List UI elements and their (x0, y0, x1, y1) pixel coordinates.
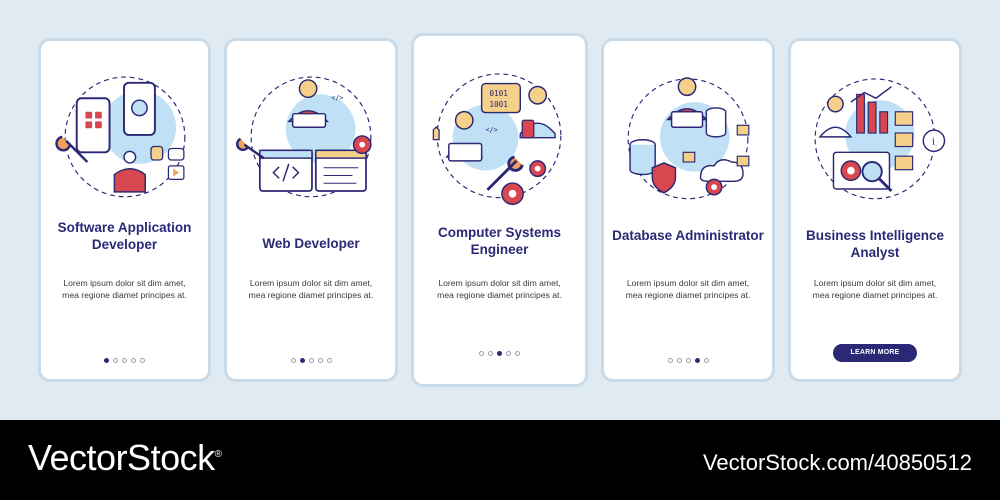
page-dot-3[interactable] (497, 351, 502, 357)
page-dot-1[interactable] (104, 358, 109, 364)
onboarding-card-web-developer: </> Web Developer Lorem ipsum dolor sit … (224, 38, 398, 382)
image-id: VectorStock.com/40850512 (702, 450, 972, 475)
card-title: Business Intelligence Analyst (805, 228, 945, 260)
page-dot-3[interactable] (308, 358, 314, 364)
info-symbol: i (932, 137, 935, 148)
page-dot-4[interactable] (694, 358, 700, 364)
page-dot-3[interactable] (685, 358, 691, 364)
page-dot-2[interactable] (299, 358, 305, 364)
onboarding-card-software-developer: Software Application Developer Lorem ips… (38, 38, 211, 382)
card-description: Lorem ipsum dolor sit dim amet, mea regi… (437, 278, 562, 300)
card-description: Lorem ipsum dolor sit dim amet, mea regi… (625, 278, 751, 300)
onboarding-card-database-administrator: Database Administrator Lorem ipsum dolor… (601, 38, 775, 382)
web-developer-illustration: </> (236, 76, 372, 198)
registered-mark: ® (214, 449, 222, 460)
page-dot-4[interactable] (131, 358, 136, 364)
page-dot-2[interactable] (676, 358, 682, 364)
page-dot-1[interactable] (667, 358, 673, 364)
footer-bar: VectorStock® VectorStock.com/40850512 (0, 420, 1000, 500)
onboarding-card-computer-systems-engineer: 0101 1001 </> Computer Systems Engineer … (411, 33, 588, 387)
page-dot-4[interactable] (317, 358, 323, 364)
code-symbol: </> (331, 94, 343, 102)
page-dot-5[interactable] (326, 358, 332, 364)
vectorstock-logo: VectorStock® (28, 437, 222, 479)
software-developer-illustration (55, 76, 186, 198)
page-dot-5[interactable] (140, 358, 145, 364)
code-symbol: </> (485, 126, 497, 134)
page-dot-5[interactable] (515, 351, 520, 357)
page-dot-1[interactable] (479, 351, 484, 357)
onboarding-card-business-intelligence-analyst: i Business Intelligence Analyst Lorem ip… (788, 38, 962, 382)
business-analyst-illustration: i (814, 78, 946, 200)
page-dot-1[interactable] (290, 358, 296, 364)
binary-bottom: 1001 (489, 100, 508, 109)
card-title: Software Application Developer (57, 220, 192, 252)
page-dot-4[interactable] (506, 351, 511, 357)
card-title: Database Administrator (612, 228, 764, 243)
card-description: Lorem ipsum dolor sit dim amet, mea regi… (248, 278, 374, 300)
pagination-dots (227, 352, 395, 364)
card-title: Web Developer (262, 236, 360, 251)
pagination-dots (41, 352, 208, 364)
page-dot-2[interactable] (488, 351, 493, 357)
page-dot-3[interactable] (122, 358, 127, 364)
brand-name: VectorStock (28, 437, 215, 478)
systems-engineer-illustration: 0101 1001 </> (432, 73, 562, 206)
pagination-dots (414, 345, 585, 357)
database-administrator-illustration (627, 77, 750, 200)
page-dot-2[interactable] (113, 358, 118, 364)
binary-top: 0101 (489, 89, 508, 98)
pagination-dots (604, 352, 772, 364)
card-description: Lorem ipsum dolor sit dim amet, mea regi… (812, 278, 938, 300)
page-dot-5[interactable] (703, 358, 709, 364)
card-title: Computer Systems Engineer (437, 225, 562, 257)
onboarding-screens: Software Application Developer Lorem ips… (38, 33, 962, 387)
card-description: Lorem ipsum dolor sit dim amet, mea regi… (62, 278, 187, 300)
learn-more-button[interactable]: LEARN MORE (833, 344, 917, 362)
